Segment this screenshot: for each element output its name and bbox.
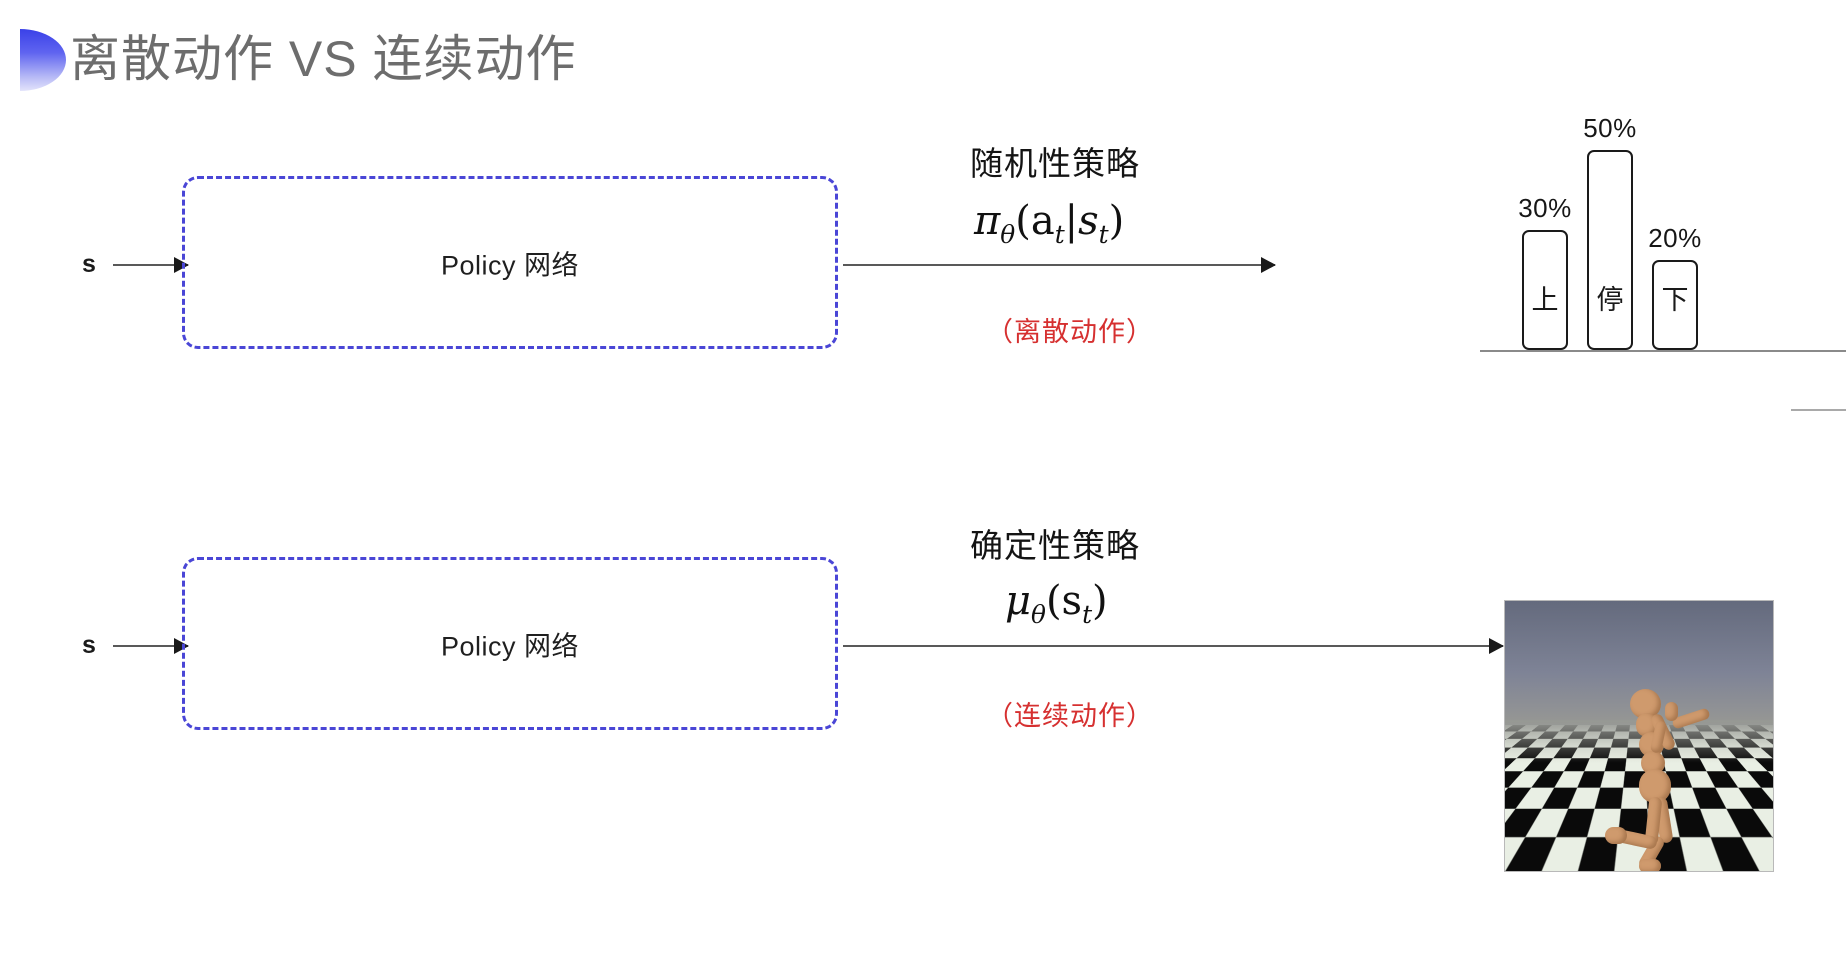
formula-close-paren: )	[1108, 198, 1125, 244]
bar-value-0: 30%	[1518, 193, 1572, 223]
output-arrow-discrete	[843, 264, 1275, 266]
humanoid-simulation-image	[1504, 600, 1774, 872]
discrete-action-note: （离散动作）	[986, 317, 1154, 347]
deterministic-policy-formula: μθ(st)	[1005, 578, 1108, 629]
formula-open-paren-2: (s	[1045, 578, 1083, 624]
output-arrow-continuous	[843, 645, 1503, 647]
policy-network-box-discrete[interactable]: Policy 网络	[182, 176, 838, 349]
bar-category-2: 下	[1661, 285, 1689, 315]
formula-sub-t-1: t	[1054, 220, 1065, 249]
formula-pi: π	[974, 198, 1001, 244]
formula-close-paren-2: )	[1092, 578, 1108, 624]
humanoid-hand-right	[1665, 702, 1678, 721]
bar-value-1: 50%	[1583, 113, 1637, 143]
formula-open-paren: (a	[1015, 198, 1055, 244]
input-arrow-continuous	[113, 645, 188, 647]
formula-sub-t-2: t	[1098, 220, 1109, 249]
state-input-label-continuous: s	[82, 631, 96, 659]
policy-network-label-discrete: Policy 网络	[440, 250, 580, 280]
formula-theta: θ	[1000, 220, 1016, 249]
bar-category-0: 上	[1531, 285, 1559, 315]
humanoid-foot-left	[1605, 827, 1627, 844]
bar-value-2: 20%	[1648, 223, 1702, 253]
stochastic-policy-formula: πθ(at|st)	[974, 198, 1124, 249]
humanoid-foot-right	[1639, 859, 1661, 871]
formula-sub-t-3: t	[1082, 600, 1093, 629]
bar-rect-0[interactable]	[1522, 230, 1568, 350]
deterministic-policy-title: 确定性策略	[970, 527, 1140, 564]
page-title: 离散动作 VS 连续动作	[70, 31, 577, 87]
policy-network-label-continuous: Policy 网络	[440, 631, 580, 661]
formula-mu: μ	[1005, 578, 1031, 624]
formula-theta-2: θ	[1031, 600, 1046, 629]
bar-category-1: 停	[1596, 285, 1624, 315]
stochastic-policy-title: 随机性策略	[970, 145, 1140, 182]
state-input-label-discrete: s	[82, 250, 96, 278]
bar-rect-1[interactable]	[1587, 150, 1633, 350]
chart-baseline-axis	[1480, 350, 1846, 352]
policy-network-box-continuous[interactable]: Policy 网络	[182, 557, 838, 730]
axis-extension-line	[1791, 409, 1846, 411]
continuous-action-note: （连续动作）	[986, 701, 1154, 731]
input-arrow-discrete	[113, 264, 188, 266]
formula-pipe-s: |s	[1064, 198, 1099, 244]
bar-rect-2[interactable]	[1652, 260, 1698, 350]
action-probability-bar-chart: 30% 上 50% 停 20% 下	[1480, 95, 1846, 415]
title-bullet-icon	[20, 29, 66, 91]
